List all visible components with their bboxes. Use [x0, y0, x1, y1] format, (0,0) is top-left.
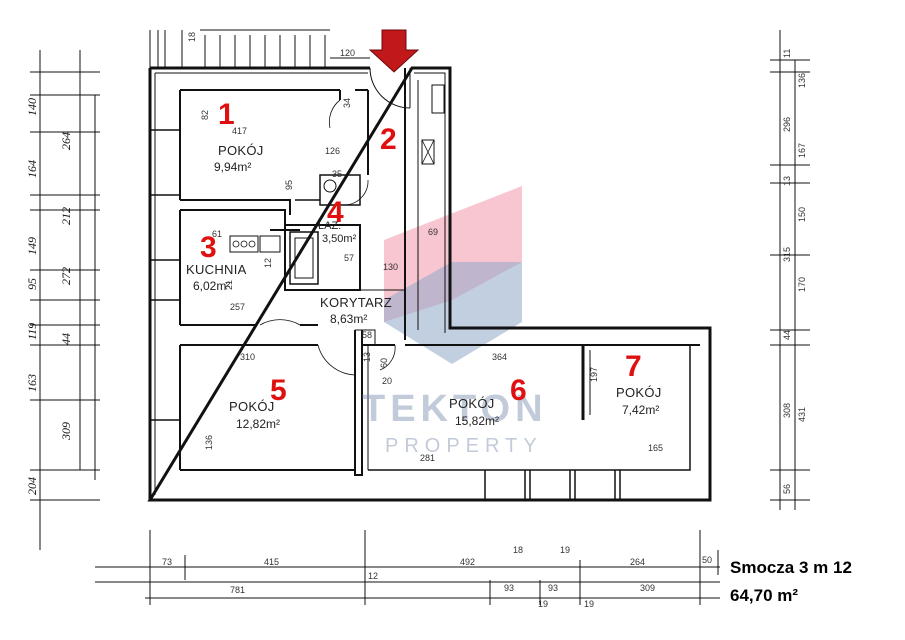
right-dim-56: 56	[782, 483, 792, 494]
dim-165: 165	[648, 443, 664, 453]
bottom-dim-12: 12	[368, 571, 379, 581]
room-area-corridor: 8,63m²	[330, 312, 368, 326]
watermark-subtext: PROPERTY	[385, 435, 543, 457]
left-dim-212: 212	[59, 207, 73, 225]
dim-126: 126	[325, 146, 341, 156]
room-area-6: 15,82m²	[455, 414, 500, 428]
walls	[147, 66, 712, 502]
dim-18: 18	[187, 31, 197, 42]
right-dim-167: 167	[797, 142, 807, 158]
room-name-6: POKÓJ	[449, 396, 495, 411]
entrance-arrow-icon	[368, 29, 420, 73]
left-dimension-lines	[30, 50, 100, 550]
left-dim-264: 264	[59, 132, 73, 150]
room-name-1: POKÓJ	[218, 143, 264, 158]
room-name-corridor: KORYTARZ	[320, 295, 392, 310]
right-dim-150: 150	[797, 206, 807, 222]
dim-61: 61	[212, 229, 223, 239]
left-dim-309: 309	[59, 422, 73, 440]
bottom-dim-19a: 19	[538, 599, 549, 609]
right-dim-13: 13	[782, 175, 792, 186]
room-number-1: 1	[218, 98, 235, 131]
room-name-4: ŁAZ.	[318, 220, 342, 232]
total-area: 64,70 m²	[730, 586, 799, 605]
dim-417: 417	[232, 126, 248, 136]
bottom-dim-93b: 93	[548, 583, 559, 593]
left-dim-272: 272	[59, 267, 73, 285]
dim-21: 21	[224, 279, 234, 290]
right-dim-11: 11	[782, 48, 792, 58]
bottom-dimension-lines	[95, 530, 720, 605]
room-number-5: 5	[270, 374, 287, 407]
dim-60: 60	[379, 357, 389, 368]
left-dim-140: 140	[25, 98, 39, 116]
dim-20: 20	[382, 376, 393, 386]
bottom-dim-73: 73	[162, 557, 173, 567]
dim-34: 34	[342, 97, 352, 108]
dim-13: 13	[362, 351, 372, 362]
left-dim-44: 44	[59, 333, 73, 345]
room-number-3: 3	[200, 231, 217, 264]
right-dim-170: 170	[797, 276, 807, 292]
right-dim-308: 308	[782, 402, 792, 418]
address-line: Smocza 3 m 12	[730, 558, 852, 577]
bottom-dim-19: 19	[560, 545, 571, 555]
dim-35: 35	[332, 169, 343, 179]
dim-82: 82	[200, 109, 210, 120]
dim-95: 95	[284, 179, 294, 190]
bottom-dim-492: 492	[460, 557, 476, 567]
room-name-5: POKÓJ	[229, 399, 275, 414]
room-area-3: 6,02m²	[193, 279, 231, 293]
right-dimension-lines	[770, 30, 810, 510]
right-dim-296: 296	[782, 116, 792, 132]
dim-281: 281	[420, 453, 436, 463]
left-dim-164: 164	[25, 160, 39, 178]
dim-257: 257	[230, 302, 246, 312]
bottom-dim-93a: 93	[504, 583, 515, 593]
left-dim-204: 204	[25, 477, 39, 495]
right-dim-431: 431	[797, 406, 807, 422]
bottom-dim-781: 781	[230, 585, 246, 595]
room-area-7: 7,42m²	[622, 403, 660, 417]
room-name-3: KUCHNIA	[186, 262, 247, 277]
bottom-dim-50: 50	[702, 555, 713, 565]
dim-364: 364	[492, 352, 508, 362]
dim-310: 310	[240, 352, 256, 362]
dim-58: 58	[362, 330, 373, 340]
dim-57: 57	[344, 253, 355, 263]
bottom-dim-18: 18	[513, 545, 524, 555]
room-number-4: 4	[327, 196, 344, 229]
watermark-text: TEKTON	[362, 388, 548, 430]
bottom-dim-309: 309	[640, 583, 656, 593]
room-area-4: 3,50m²	[322, 233, 357, 245]
bottom-dim-415: 415	[264, 557, 280, 567]
room-number-2: 2	[380, 123, 397, 156]
room-number-6: 6	[510, 374, 527, 407]
bottom-dim-264: 264	[630, 557, 646, 567]
dim-12: 12	[263, 257, 273, 268]
dim-69: 69	[428, 227, 439, 237]
right-dim-44: 44	[782, 329, 792, 340]
stairs	[149, 29, 370, 68]
dim-120: 120	[340, 48, 356, 58]
right-dim-315: 315	[782, 246, 792, 262]
right-dim-136: 136	[797, 72, 807, 88]
dim-130: 130	[383, 262, 399, 272]
left-dim-149: 149	[25, 237, 39, 255]
left-dim-163: 163	[25, 374, 39, 392]
bottom-dim-19b: 19	[584, 599, 595, 609]
left-dim-95: 95	[25, 278, 39, 290]
left-dim-119: 119	[25, 322, 39, 340]
room-area-1: 9,94m²	[214, 160, 252, 174]
room-name-7: POKÓJ	[616, 385, 662, 400]
dim-197: 197	[589, 366, 599, 382]
room-number-7: 7	[625, 350, 642, 383]
dim-136: 136	[204, 434, 214, 450]
room-area-5: 12,82m²	[236, 417, 281, 431]
